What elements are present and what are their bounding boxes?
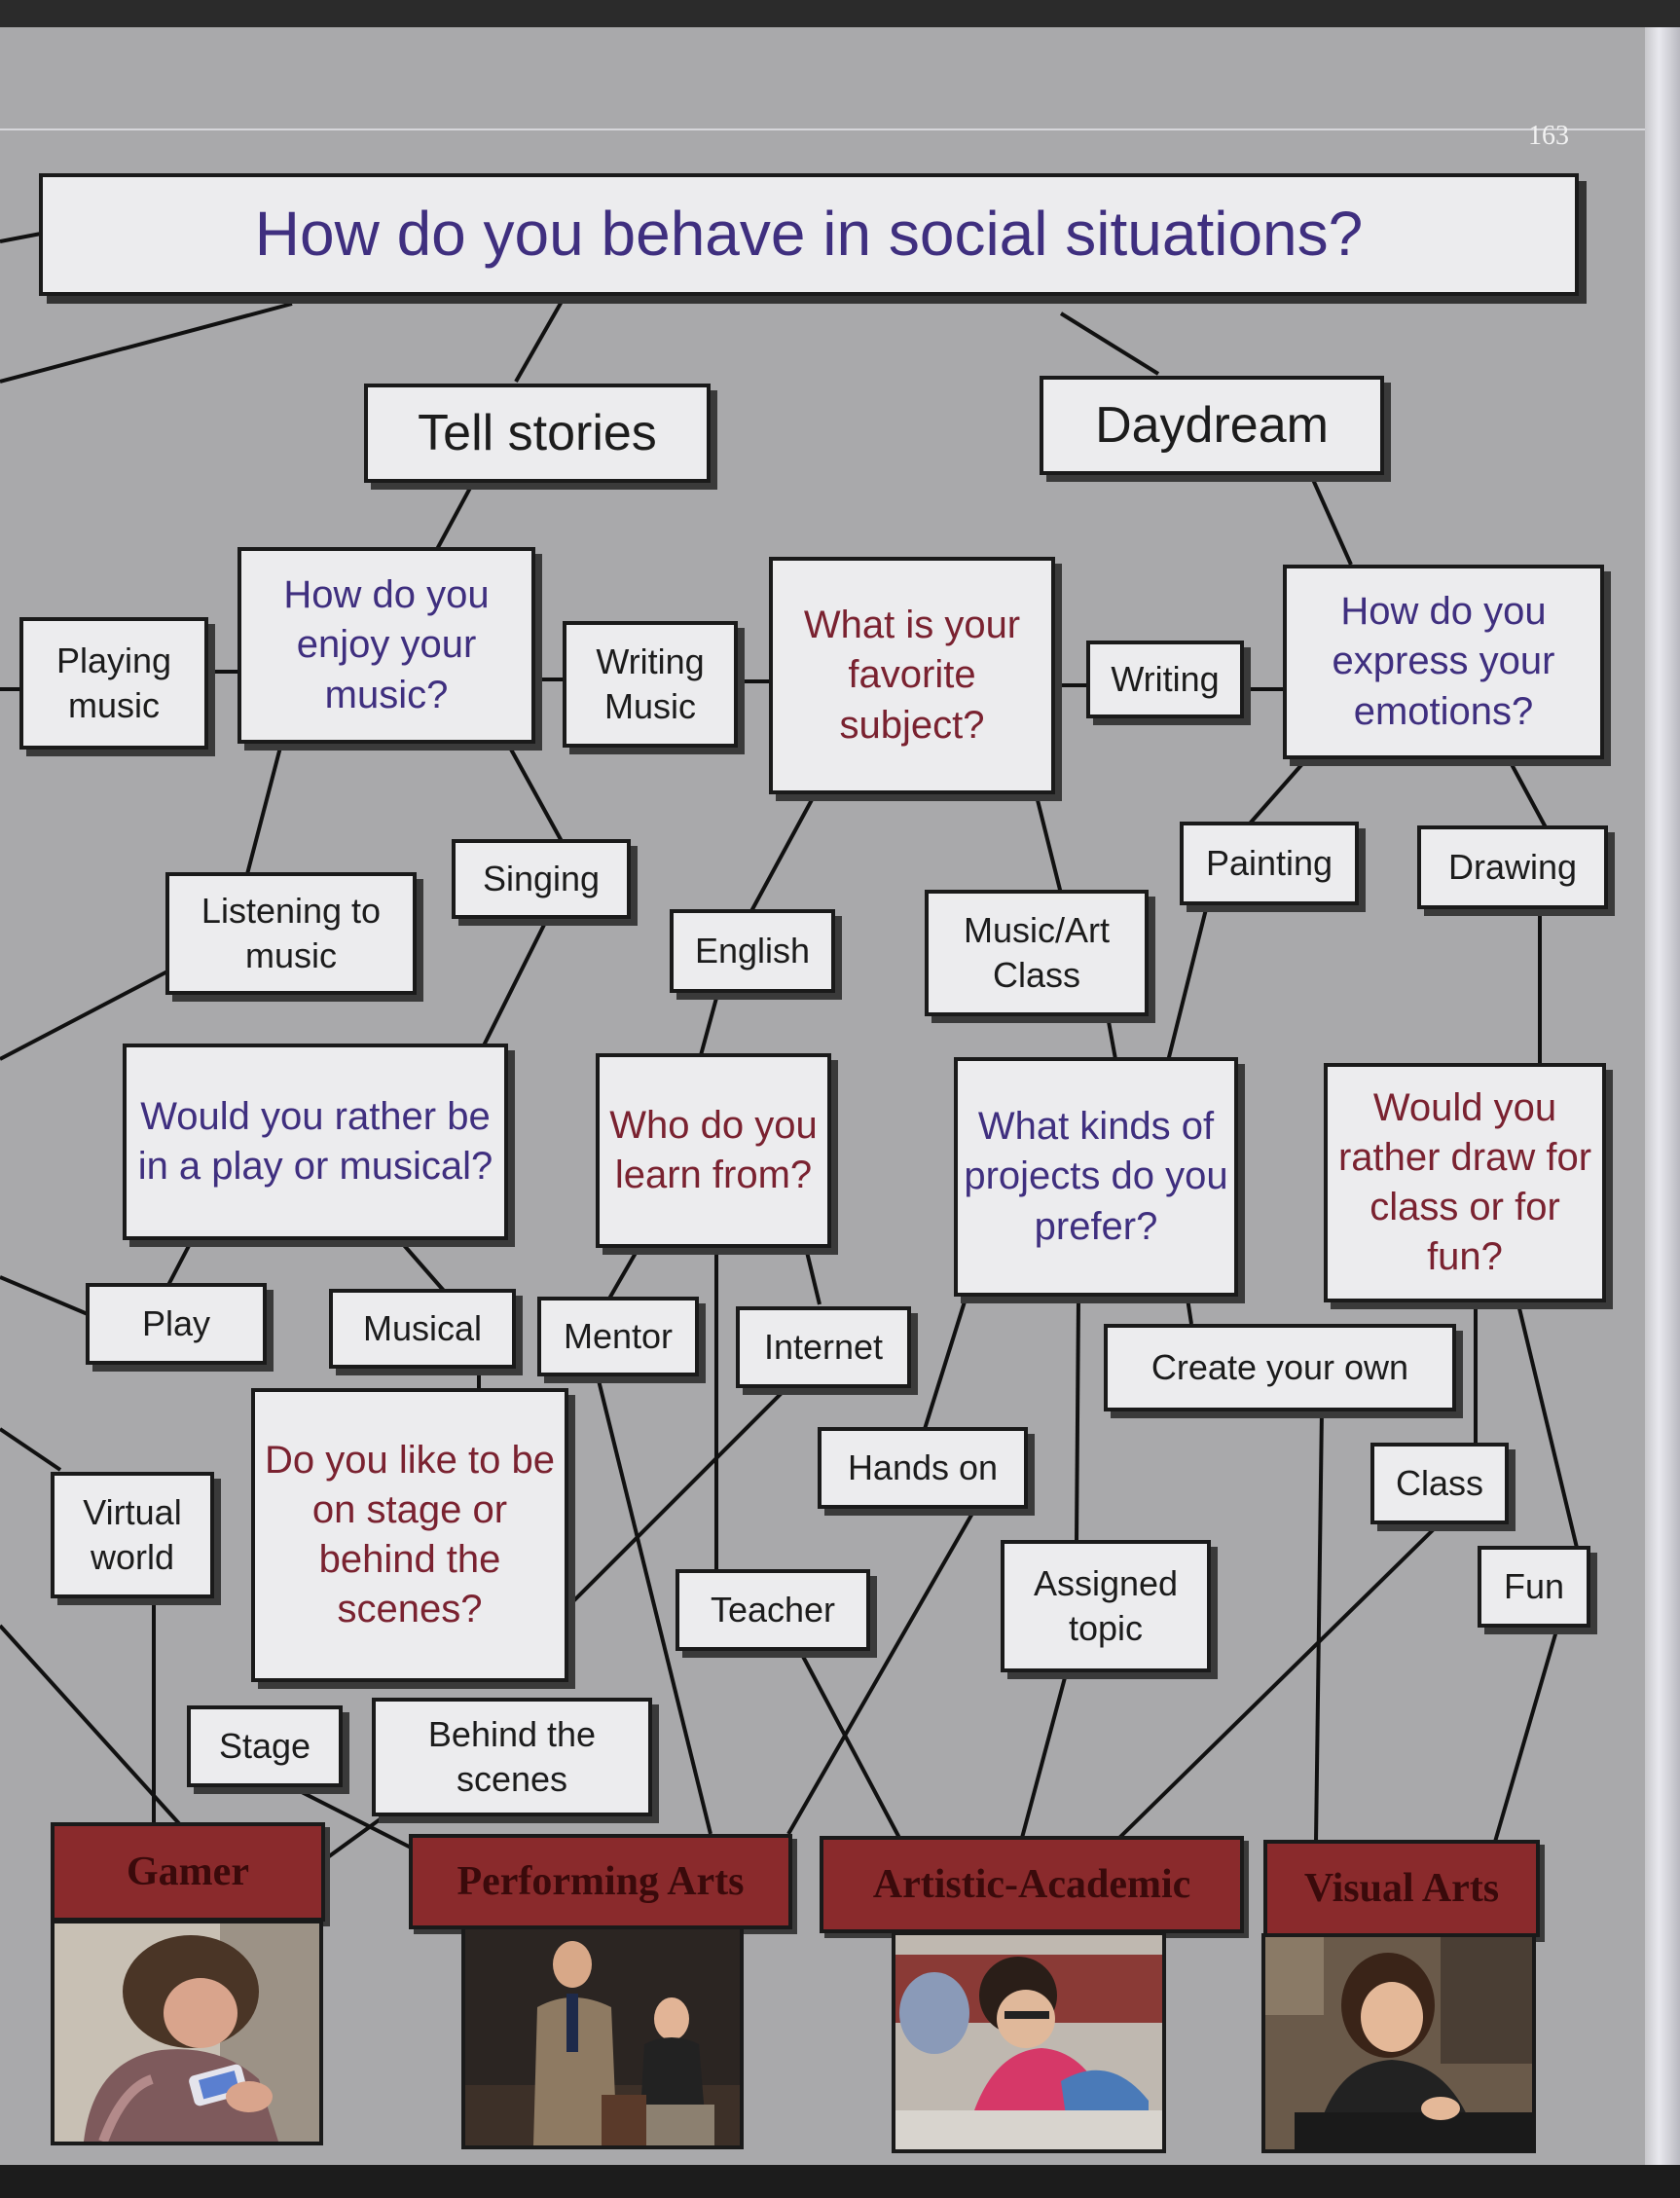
connector <box>0 232 42 243</box>
photo-gamer-illustration <box>55 1923 319 2142</box>
connector <box>1075 1298 1080 1543</box>
node-painting: Painting <box>1180 822 1359 905</box>
connector <box>699 990 720 1056</box>
question-draw-class-or-fun: Would you rather draw for class or for f… <box>1324 1063 1606 1302</box>
node-music-art-class: Music/Art Class <box>925 890 1149 1016</box>
photo-artistic-academic-illustration <box>895 1935 1162 2149</box>
connector <box>1505 754 1548 828</box>
connector <box>786 1504 979 1835</box>
connector <box>291 1785 420 1853</box>
connector <box>434 478 477 552</box>
connector <box>1186 1298 1193 1325</box>
connector <box>607 1247 640 1300</box>
node-teacher: Teacher <box>676 1569 870 1651</box>
node-behind-the-scenes: Behind the scenes <box>372 1698 652 1816</box>
connector <box>0 970 168 1061</box>
photo-visual-arts <box>1261 1933 1536 2153</box>
node-class: Class <box>1370 1443 1509 1524</box>
node-play: Play <box>86 1283 267 1365</box>
connector <box>1516 1303 1579 1549</box>
connector <box>481 914 551 1048</box>
connector <box>1117 1522 1441 1840</box>
connector <box>1059 311 1160 376</box>
page-edge <box>1645 27 1680 2165</box>
node-mentor: Mentor <box>537 1297 699 1376</box>
node-daydream: Daydream <box>1040 376 1384 475</box>
connector <box>1248 755 1310 825</box>
connector <box>401 1242 446 1293</box>
node-hands-on: Hands on <box>818 1427 1028 1509</box>
connector <box>508 747 565 844</box>
node-singing: Singing <box>452 839 631 919</box>
node-tell-stories: Tell stories <box>364 384 711 483</box>
question-kinds-of-projects: What kinds of projects do you prefer? <box>954 1057 1238 1297</box>
page-number: 163 <box>1528 121 1569 151</box>
question-enjoy-music: How do you enjoy your music? <box>237 547 535 744</box>
connector <box>323 1811 391 1861</box>
connector <box>798 1650 901 1839</box>
photo-performing-arts <box>461 1925 744 2149</box>
title-box: How do you behave in social situations? <box>39 173 1579 296</box>
node-playing-music: Playing music <box>19 617 208 750</box>
question-who-learn-from: Who do you learn from? <box>596 1053 831 1248</box>
connector <box>1106 1015 1117 1060</box>
connector <box>245 739 284 875</box>
node-virtual-world: Virtual world <box>51 1472 214 1598</box>
category-gamer: Gamer <box>51 1822 325 1922</box>
photo-visual-arts-illustration <box>1265 1937 1532 2149</box>
connector <box>1308 472 1353 566</box>
connector <box>1166 904 1209 1062</box>
connector <box>0 302 293 384</box>
node-writing-music: Writing Music <box>563 621 738 748</box>
category-visual-arts: Visual Arts <box>1263 1840 1540 1937</box>
connector <box>0 1427 62 1472</box>
question-stage-or-behind: Do you like to be on stage or behind the… <box>251 1388 568 1682</box>
node-assigned-topic: Assigned topic <box>1001 1540 1211 1672</box>
node-internet: Internet <box>736 1306 911 1388</box>
photo-performing-arts-illustration <box>465 1929 740 2145</box>
connector <box>596 1375 712 1835</box>
category-artistic-academic: Artistic-Academic <box>820 1836 1244 1933</box>
bottom-edge <box>0 2165 1680 2198</box>
category-performing-arts: Performing Arts <box>409 1834 792 1929</box>
page-title: How do you behave in social situations? <box>254 199 1364 270</box>
node-musical: Musical <box>329 1289 516 1369</box>
photo-artistic-academic <box>892 1931 1166 2153</box>
connector <box>1036 799 1063 895</box>
connector <box>566 1384 790 1608</box>
connector <box>1493 1627 1559 1843</box>
connector <box>514 299 565 383</box>
node-create-your-own: Create your own <box>1104 1324 1456 1411</box>
connector <box>1314 1409 1324 1843</box>
connector <box>0 1275 89 1316</box>
question-play-or-musical: Would you rather be in a play or musical… <box>123 1044 508 1240</box>
node-listening-to-music: Listening to music <box>165 872 417 995</box>
connector <box>804 1247 822 1305</box>
header-rule <box>0 128 1645 130</box>
connector <box>165 1241 193 1288</box>
node-writing: Writing <box>1086 641 1244 718</box>
node-stage: Stage <box>187 1705 343 1787</box>
connector <box>1020 1669 1069 1839</box>
connector <box>749 795 816 912</box>
connector <box>923 1298 968 1430</box>
photo-gamer <box>51 1920 323 2145</box>
question-express-emotions: How do you express your emotions? <box>1283 565 1604 759</box>
node-drawing: Drawing <box>1417 825 1608 909</box>
node-fun: Fun <box>1478 1546 1590 1628</box>
connector <box>0 1624 187 1832</box>
question-favorite-subject: What is your favorite subject? <box>769 557 1055 794</box>
node-english: English <box>670 909 835 993</box>
